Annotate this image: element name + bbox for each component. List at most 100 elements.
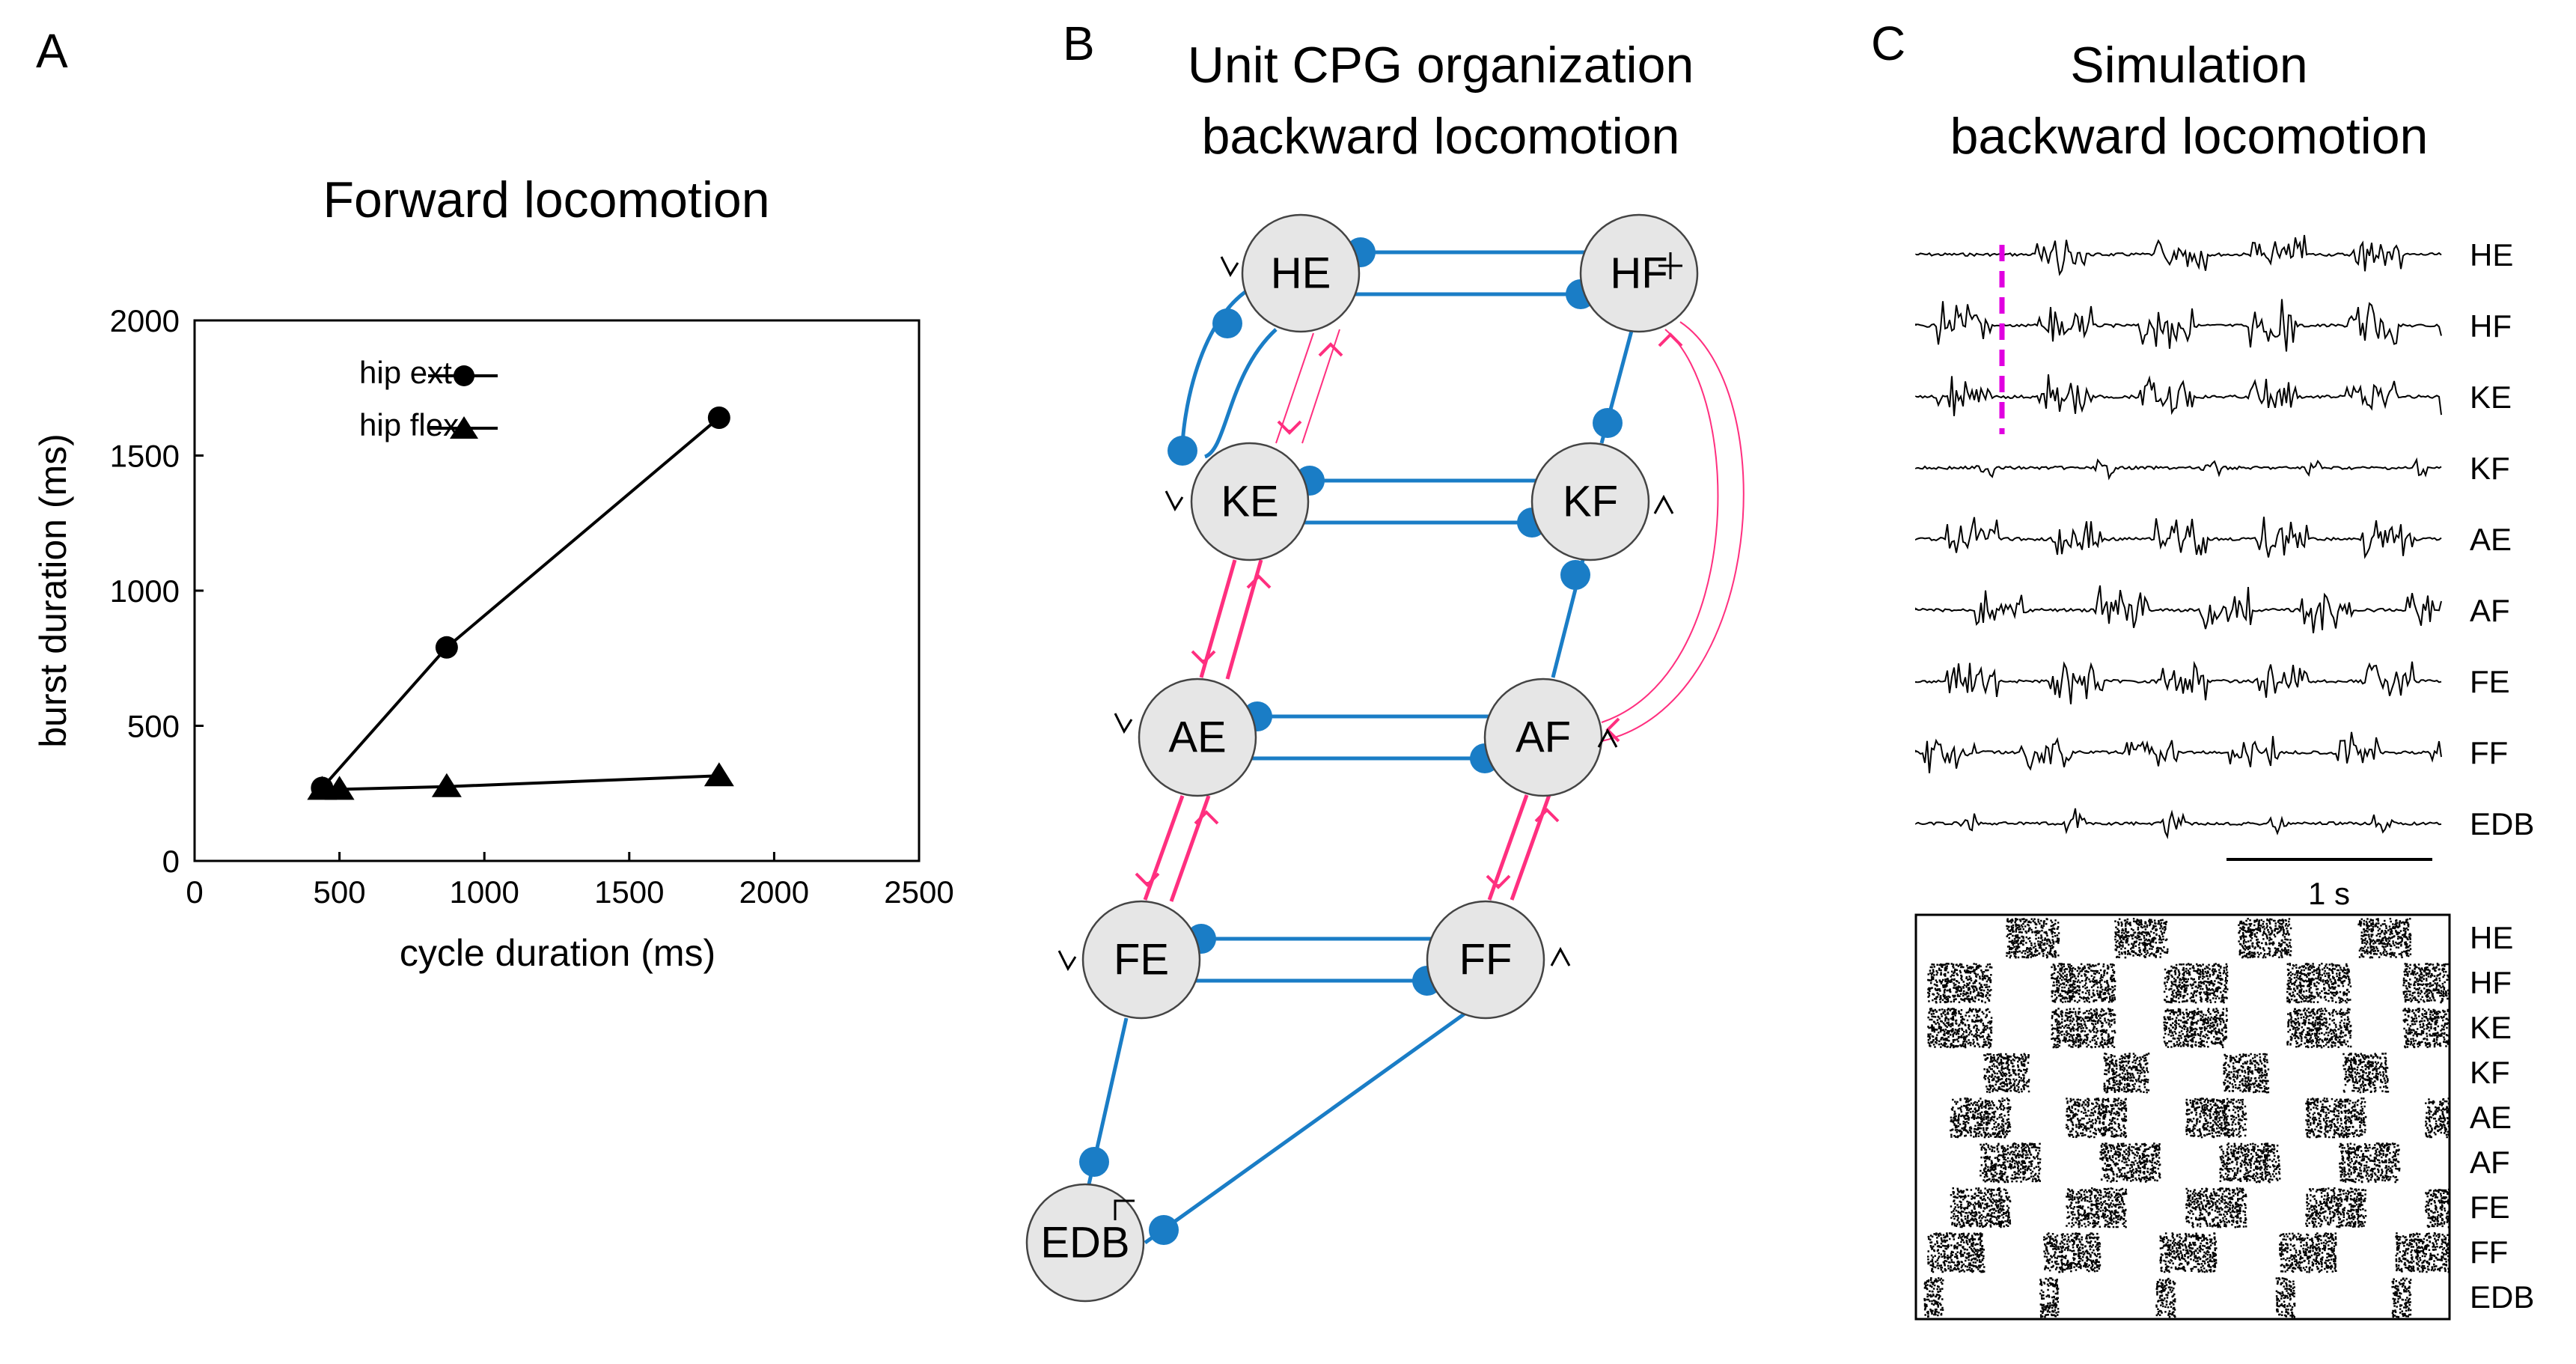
x-tick-label: 2000 [739,874,809,910]
self-connection-glyph [1550,946,1571,966]
raster-row-EDB [1923,1277,2412,1318]
self-connection-glyph [1658,252,1682,279]
panel-c-title-line1: Simulation [2070,37,2308,94]
node-AE: AE [1138,678,1257,797]
node-circle [1190,442,1310,561]
node-label: AF [1516,713,1571,762]
data-point-hip-ext [435,636,458,659]
x-axis-label: cycle duration (ms) [400,932,715,974]
node-circle [1530,442,1650,561]
excitatory-synapse [1194,810,1219,825]
emg-trace-KF [1915,457,2442,481]
x-tick-label: 2500 [884,874,953,910]
y-tick-label: 0 [162,844,180,879]
x-tick-label: 1500 [594,874,664,910]
node-HF: HF [1579,213,1699,333]
data-point-hip-flex [703,762,734,787]
raster-row-KE [1927,1008,2451,1049]
data-point-hip-ext [707,406,730,429]
excitatory-connection [1510,794,1551,901]
inhibitory-synapse [1560,560,1590,590]
raster-label-AE: AE [2470,1100,2512,1135]
trace-label-FE: FE [2470,664,2510,699]
raster-row-FF [1927,1232,2451,1273]
panel-b-title-line1: Unit CPG organization [1188,37,1694,94]
legend-hip-flex-label: hip flex [359,407,459,442]
chart-title: Forward locomotion [323,171,769,228]
node-circle [1483,678,1603,797]
raster-row-FE [1950,1187,2451,1228]
panel-a-letter: A [36,24,68,78]
excitatory-synapse [1318,342,1343,357]
y-tick-label: 1000 [110,573,180,609]
trace-label-HE: HE [2470,237,2513,273]
raster-row-AF [1980,1142,2401,1184]
x-tick-label: 500 [314,874,366,910]
node-label: HF [1610,249,1667,298]
node-label: FF [1459,936,1513,984]
excitatory-synapse [1191,650,1216,665]
raster-frame [1914,913,2451,1321]
chart-legend: hip ext hip flex [359,355,498,442]
inhibitory-connection [1203,328,1278,459]
node-label: KF [1563,478,1618,526]
trace-label-KF: KF [2470,451,2510,486]
emg-trace-EDB [1915,808,2442,840]
node-circle [1081,900,1201,1020]
node-circle [1138,678,1257,797]
excitatory-connection [1601,321,1745,742]
node-FF: FF [1426,900,1545,1020]
self-connection-glyph [1165,490,1184,512]
excitatory-synapse [1277,420,1302,435]
excitatory-synapse [1658,332,1683,347]
y-tick-label: 1500 [110,439,180,474]
node-circle [1241,213,1361,333]
emg-trace-HE [1915,234,2442,276]
raster-label-KE: KE [2470,1010,2512,1045]
data-point-hip-flex [324,776,355,800]
trace-label-EDB: EDB [2470,806,2534,841]
panel-c-title-line2: backward locomotion [1950,108,2429,165]
data-point-hip-flex [431,773,462,797]
excitatory-synapse [1135,872,1160,887]
y-tick-label: 500 [127,709,180,744]
node-KE: KE [1190,442,1310,561]
series-line-hip-ext [320,416,721,789]
self-connection-glyph [1653,494,1674,514]
inhibitory-connection [1180,282,1259,450]
trace-label-HF: HF [2470,308,2512,344]
inhibitory-synapse [1593,408,1623,438]
node-label: EDB [1040,1219,1129,1267]
inhibitory-synapse [1168,436,1197,466]
node-AF: AF [1483,678,1603,797]
node-KF: KF [1530,442,1650,561]
self-connection-glyph [1114,713,1133,734]
raster-label-FF: FF [2470,1234,2508,1270]
node-label: KE [1221,478,1278,526]
excitatory-synapse [1246,574,1272,589]
emg-trace-AE [1915,517,2442,559]
trace-label-KE: KE [2470,380,2512,415]
inhibitory-synapse [1212,308,1242,338]
raster-row-HF [1927,963,2451,1004]
raster-label-FE: FE [2470,1190,2510,1225]
inhibitory-synapse [1149,1215,1179,1245]
trace-label-AF: AF [2470,593,2510,628]
panel-b-letter: B [1063,16,1095,70]
raster-label-KF: KF [2470,1055,2510,1090]
self-connection-glyph [1114,1199,1135,1220]
x-tick-label: 0 [186,874,203,910]
legend-hip-ext-marker [454,365,474,386]
raster-row-KF [1983,1053,2390,1094]
excitatory-synapse [1486,874,1511,889]
self-connection-glyph [1597,728,1618,748]
node-label: FE [1114,936,1169,984]
excitatory-connection [1169,795,1211,902]
chart-series [307,406,734,800]
legend-hip-flex-marker [450,416,478,439]
raster-label-HE: HE [2470,920,2513,955]
